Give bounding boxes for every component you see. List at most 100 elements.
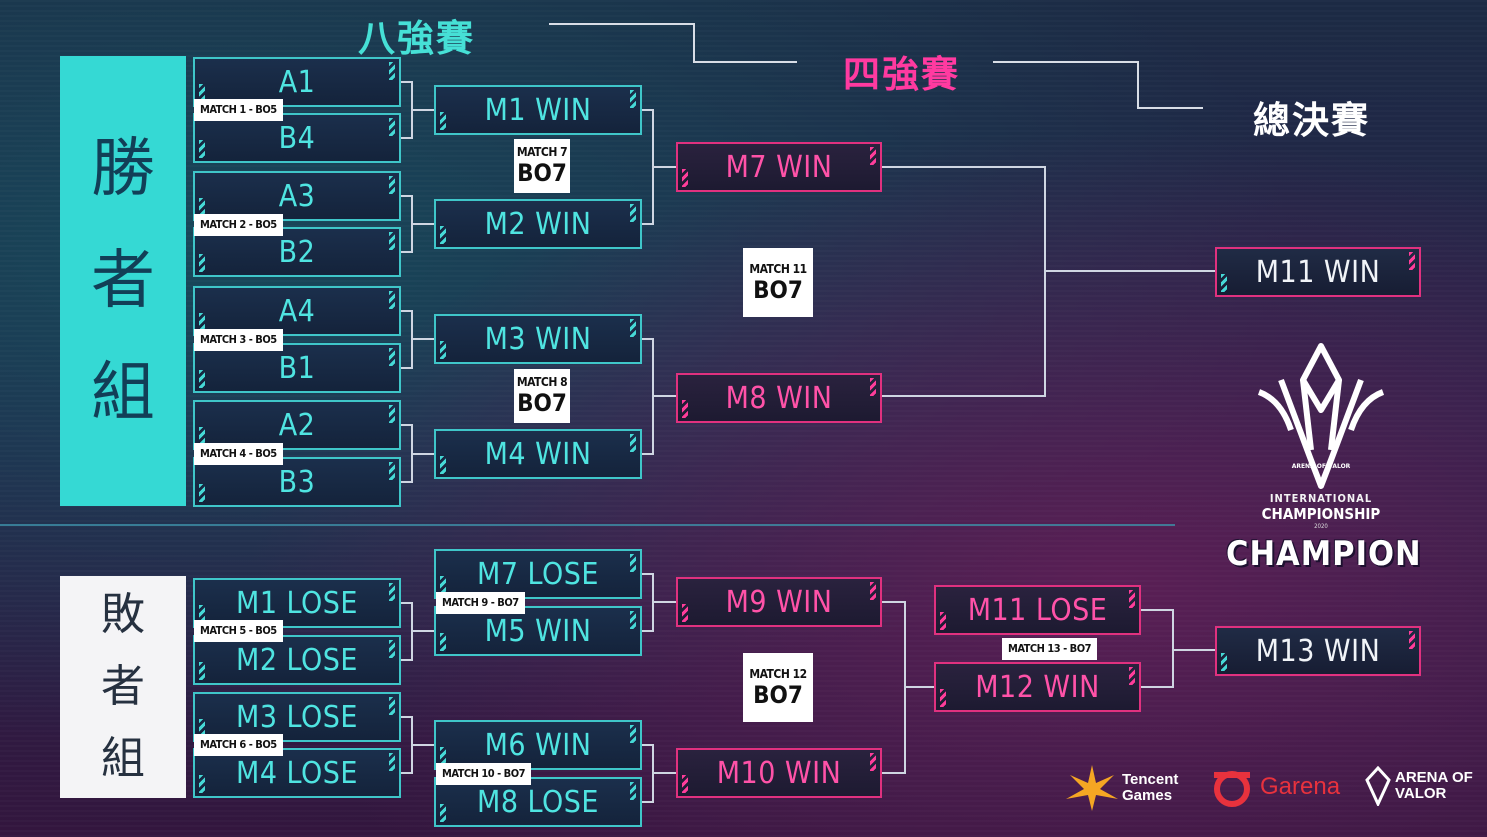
slot-label: M2 LOSE: [236, 642, 358, 678]
slot-label: M11 LOSE: [967, 592, 1108, 628]
slot-m1-win: M1 WIN: [434, 85, 642, 135]
tencent-text: Tencent: [1122, 771, 1179, 788]
match-tag-6: MATCH 6 - BO5: [194, 734, 283, 756]
slot-label: B1: [278, 350, 316, 386]
slot-label: A3: [278, 178, 316, 214]
slot-label: A2: [278, 407, 316, 443]
slot-m13-win: M13 WIN: [1215, 626, 1421, 676]
aov-line-2: VALOR: [1395, 785, 1447, 802]
slot-m11-lose: M11 LOSE: [934, 585, 1141, 635]
team-slot-a3: A3: [193, 171, 401, 221]
match-7-label: MATCH 7: [516, 145, 568, 159]
slot-m8-lose: M8 LOSE: [434, 777, 642, 827]
logo-aov-text: ARENA OF VALOR: [1292, 463, 1351, 470]
tencent-star-icon: [1066, 765, 1118, 811]
match-8-format: BO7: [517, 389, 567, 417]
losers-group-char-2: 者: [101, 661, 145, 712]
losers-group-char-3: 組: [101, 733, 145, 784]
match-12-label: MATCH 12: [749, 666, 807, 681]
slot-m2-lose: M2 LOSE: [193, 635, 401, 685]
slot-label: M4 WIN: [484, 436, 592, 472]
slot-label: M1 WIN: [484, 92, 592, 128]
stage-title-final: 總決賽: [1253, 99, 1370, 142]
winners-group-char-1: 勝: [91, 132, 155, 206]
slot-label: M8 LOSE: [477, 784, 599, 820]
slot-m9-win: M9 WIN: [676, 577, 882, 627]
slot-label: M1 LOSE: [236, 585, 358, 621]
slot-m6-win: M6 WIN: [434, 720, 642, 770]
winners-group-char-3: 組: [91, 356, 155, 430]
match-tag-9: MATCH 9 - BO7: [436, 592, 525, 614]
match-tag-10: MATCH 10 - BO7: [436, 763, 531, 785]
slot-label: M2 WIN: [484, 206, 592, 242]
match-11-label: MATCH 11: [749, 261, 807, 276]
match-tag-5: MATCH 5 - BO5: [194, 620, 283, 642]
garena-mark-icon: [1214, 771, 1250, 807]
match-tag-13: MATCH 13 - BO7: [1002, 638, 1097, 660]
team-slot-b2: B2: [193, 227, 401, 277]
garena-logo: Garena: [1208, 767, 1340, 807]
team-slot-b4: B4: [193, 113, 401, 163]
slot-m7-lose: M7 LOSE: [434, 549, 642, 599]
match-11-card: MATCH 11 BO7: [743, 248, 813, 317]
slot-label: M9 WIN: [725, 584, 833, 620]
championship-logo: ARENA OF VALOR INTERNATIONAL CHAMPIONSHI…: [1226, 340, 1422, 580]
slot-label: M5 WIN: [484, 613, 592, 649]
losers-group-panel: 敗 者 組: [60, 576, 186, 798]
slot-label: A4: [278, 293, 316, 329]
logo-international: INTERNATIONAL: [1269, 492, 1373, 505]
team-slot-a4: A4: [193, 286, 401, 336]
slot-m5-win: M5 WIN: [434, 606, 642, 656]
slot-label: A1: [278, 64, 316, 100]
stage-title-semifinal: 四強賽: [843, 53, 960, 96]
match-tag-4: MATCH 4 - BO5: [194, 443, 283, 465]
team-slot-b1: B1: [193, 343, 401, 393]
slot-m3-win: M3 WIN: [434, 314, 642, 364]
match-tag-1: MATCH 1 - BO5: [194, 99, 283, 121]
match-7-card: MATCH 7 BO7: [514, 139, 570, 193]
slot-m11-win: M11 WIN: [1215, 247, 1421, 297]
slot-m1-lose: M1 LOSE: [193, 578, 401, 628]
slot-label: M4 LOSE: [236, 755, 358, 791]
slot-m4-win: M4 WIN: [434, 429, 642, 479]
winners-group-panel: 勝 者 組: [60, 56, 186, 506]
champion-title: CHAMPION: [1226, 534, 1422, 574]
trophy-crest-icon: ARENA OF VALOR: [1257, 343, 1385, 489]
slot-m7-win: M7 WIN: [676, 142, 882, 192]
slot-label: M7 LOSE: [477, 556, 599, 592]
slot-label: M8 WIN: [725, 380, 833, 416]
slot-m3-lose: M3 LOSE: [193, 692, 401, 742]
slot-label: M13 WIN: [1255, 633, 1381, 669]
match-12-format: BO7: [753, 680, 803, 709]
match-7-format: BO7: [517, 159, 567, 187]
match-12-card: MATCH 12 BO7: [743, 653, 813, 722]
slot-label: B2: [278, 234, 316, 270]
slot-label: M10 WIN: [716, 755, 842, 791]
team-slot-a1: A1: [193, 57, 401, 107]
group-divider: [0, 524, 1175, 526]
slot-m4-lose: M4 LOSE: [193, 748, 401, 798]
winners-group-char-2: 者: [91, 244, 155, 318]
garena-text: Garena: [1260, 773, 1341, 800]
slot-label: M3 WIN: [484, 321, 592, 357]
slot-label: M6 WIN: [484, 727, 592, 763]
slot-label: B4: [278, 120, 316, 156]
stage-title-quarterfinal: 八強賽: [358, 17, 475, 60]
match-tag-3: MATCH 3 - BO5: [194, 329, 283, 351]
match-8-label: MATCH 8: [516, 375, 568, 389]
losers-group-char-1: 敗: [101, 589, 145, 640]
match-tag-2: MATCH 2 - BO5: [194, 214, 283, 236]
logo-championship: CHAMPIONSHIP: [1261, 505, 1381, 523]
slot-label: M7 WIN: [725, 149, 833, 185]
slot-label: B3: [278, 464, 316, 500]
slot-label: M3 LOSE: [236, 699, 358, 735]
slot-m12-win: M12 WIN: [934, 662, 1141, 712]
slot-m2-win: M2 WIN: [434, 199, 642, 249]
team-slot-b3: B3: [193, 457, 401, 507]
match-8-card: MATCH 8 BO7: [514, 369, 570, 423]
slot-label: M12 WIN: [975, 669, 1100, 705]
aov-crest-icon: [1365, 766, 1391, 806]
